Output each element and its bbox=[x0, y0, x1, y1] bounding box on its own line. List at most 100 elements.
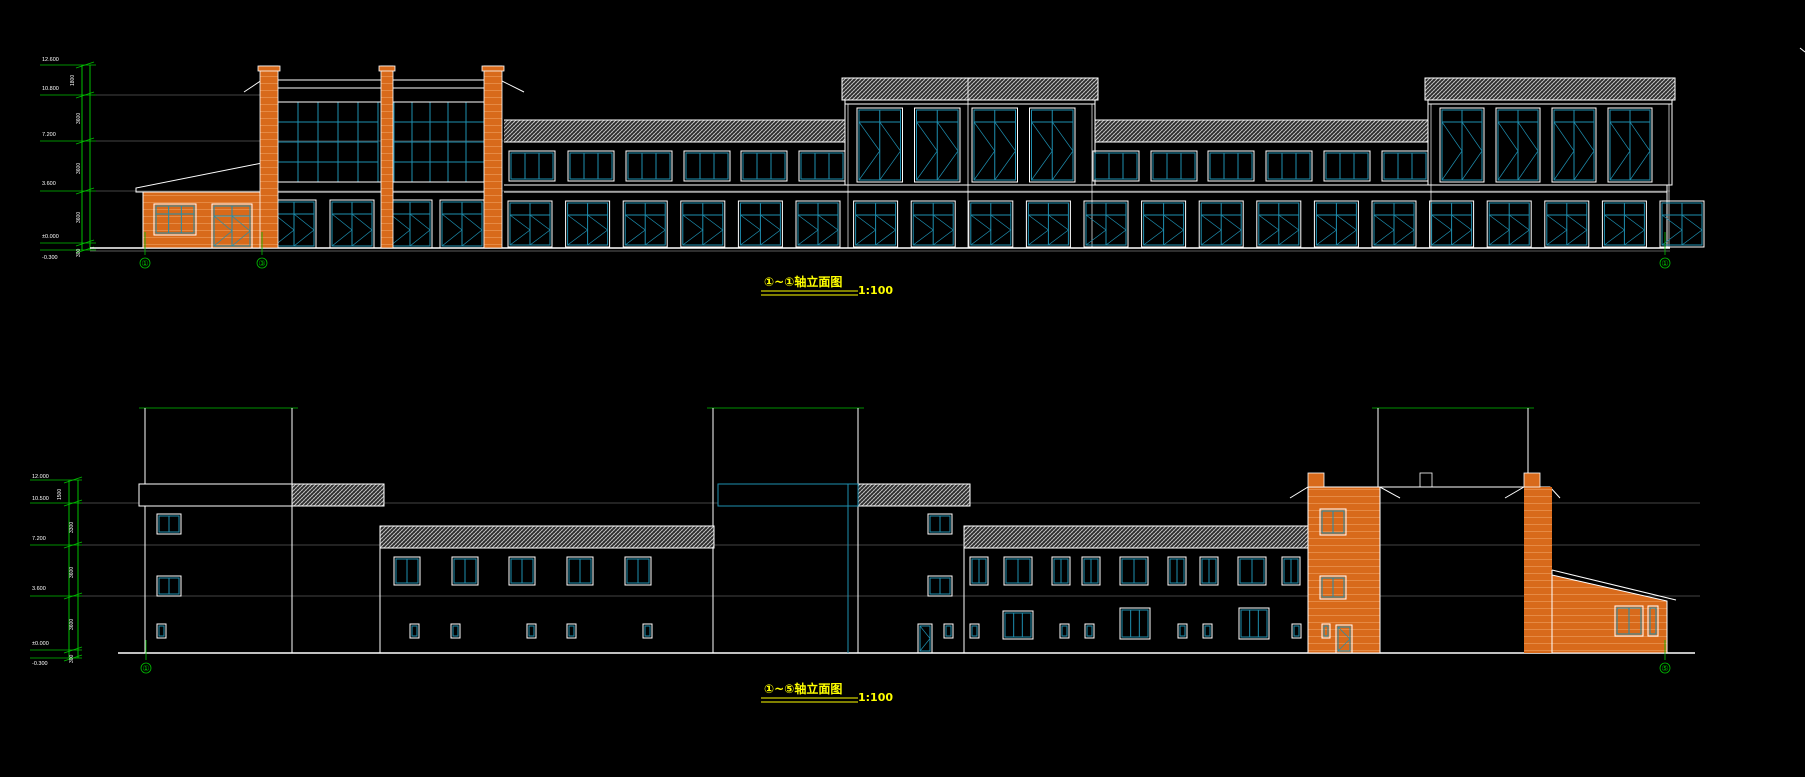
tile-roof bbox=[379, 525, 715, 549]
pavilion-window bbox=[914, 107, 961, 183]
window-frame bbox=[1084, 623, 1095, 639]
window-swing-mark bbox=[1163, 214, 1185, 246]
window-swing-mark bbox=[1337, 626, 1351, 652]
brick-wall bbox=[143, 192, 262, 248]
small-window bbox=[642, 623, 653, 639]
window-frame bbox=[910, 200, 956, 248]
level-label: 12.600 bbox=[42, 57, 59, 63]
window-frame bbox=[1002, 610, 1034, 640]
window-frame bbox=[1319, 575, 1347, 600]
dimension-tick bbox=[63, 654, 83, 662]
window-swing-mark bbox=[1604, 214, 1625, 246]
window-glass bbox=[1649, 607, 1657, 635]
second-floor-window bbox=[1265, 150, 1313, 182]
window-swing-mark bbox=[1431, 214, 1453, 246]
small-window bbox=[969, 623, 980, 639]
window-swing-mark bbox=[994, 121, 1016, 181]
parapet bbox=[138, 483, 293, 507]
dim-label: 3600 bbox=[69, 567, 75, 578]
window-glass bbox=[1209, 152, 1253, 180]
window-frame bbox=[1177, 623, 1188, 639]
lower-window bbox=[1238, 607, 1270, 640]
window-swing-mark bbox=[1441, 121, 1463, 181]
side-window bbox=[156, 575, 182, 597]
upper-window bbox=[1167, 556, 1187, 586]
window-swing-mark bbox=[1629, 121, 1651, 181]
brick-pier bbox=[381, 66, 393, 248]
second-floor-window bbox=[740, 150, 788, 182]
window-swing-mark bbox=[797, 214, 819, 246]
window-frame bbox=[853, 200, 899, 248]
upper-window bbox=[1237, 556, 1267, 586]
elevation-1-level-labels: 12.600 10.800 7.200 3.600 ±0.000 -0.300 bbox=[42, 57, 59, 261]
window-frame bbox=[508, 150, 556, 182]
window-frame bbox=[567, 150, 615, 182]
storefront-door bbox=[1141, 200, 1187, 248]
window-glass bbox=[627, 152, 671, 180]
window-swing-mark bbox=[858, 121, 881, 181]
small-window bbox=[1202, 623, 1213, 639]
dimension-tick bbox=[63, 541, 83, 549]
window-glass bbox=[1094, 152, 1138, 180]
window-glass bbox=[1121, 609, 1149, 638]
storefront-door bbox=[1313, 200, 1359, 248]
dim-label: 3600 bbox=[76, 113, 82, 124]
window-swing-mark bbox=[1488, 214, 1510, 246]
elevation-scale: 1:100 bbox=[858, 284, 893, 297]
pavilion-window bbox=[1439, 107, 1485, 183]
window-frame bbox=[1141, 200, 1187, 248]
curtain-wall bbox=[393, 101, 485, 183]
elevation-2-axis-labels: ① ⑤ bbox=[142, 664, 1668, 673]
window-glass bbox=[155, 205, 195, 234]
window-swing-mark bbox=[1624, 214, 1645, 246]
window-glass bbox=[1204, 625, 1211, 637]
pavilion-window bbox=[1495, 107, 1541, 183]
small-window bbox=[156, 623, 167, 639]
window-glass bbox=[1086, 625, 1093, 637]
window-frame bbox=[680, 200, 726, 248]
storefront-door bbox=[387, 199, 433, 249]
window-swing-mark bbox=[1143, 214, 1165, 246]
window-frame bbox=[1321, 623, 1331, 639]
window-swing-mark bbox=[1546, 214, 1568, 246]
window-frame bbox=[1119, 607, 1151, 640]
window-frame bbox=[1429, 200, 1475, 248]
window-frame bbox=[1291, 623, 1302, 639]
axis-label: ⑤ bbox=[1661, 664, 1668, 673]
window-frame bbox=[1486, 200, 1532, 248]
storefront-door bbox=[439, 199, 485, 249]
small-window bbox=[1177, 623, 1188, 639]
dimension-tick bbox=[63, 646, 83, 654]
window-swing-mark bbox=[1316, 214, 1337, 246]
level-label: 7.200 bbox=[42, 132, 56, 138]
window-frame bbox=[1439, 107, 1485, 183]
window-swing-mark bbox=[1573, 121, 1595, 181]
axis-bubble bbox=[139, 257, 151, 269]
window-frame bbox=[1319, 508, 1347, 536]
window-swing-mark bbox=[1393, 214, 1415, 246]
window-swing-mark bbox=[1517, 121, 1539, 181]
elevation-title: ①~①轴立面图 bbox=[764, 274, 842, 289]
window-glass bbox=[971, 625, 978, 637]
window-swing-mark bbox=[644, 214, 666, 246]
window-frame bbox=[1544, 200, 1590, 248]
level-label: -0.300 bbox=[42, 255, 58, 261]
window-frame bbox=[1335, 624, 1353, 654]
window-glass bbox=[1293, 625, 1300, 637]
window-swing-mark bbox=[441, 213, 463, 247]
window-frame bbox=[1659, 200, 1705, 248]
level-label: -0.300 bbox=[32, 661, 48, 667]
window-swing-mark bbox=[293, 213, 315, 247]
window-frame bbox=[1265, 150, 1313, 182]
window-swing-mark bbox=[509, 214, 531, 246]
upper-window bbox=[1003, 556, 1033, 586]
window-frame bbox=[566, 556, 594, 586]
axis-label: ③ bbox=[258, 259, 265, 268]
window-glass bbox=[568, 625, 575, 637]
annex-wall bbox=[1551, 570, 1668, 654]
window-frame bbox=[1083, 200, 1129, 248]
window-frame bbox=[1256, 200, 1302, 248]
storefront-door bbox=[910, 200, 956, 248]
window-frame bbox=[393, 556, 421, 586]
window-swing-mark bbox=[1220, 214, 1242, 246]
